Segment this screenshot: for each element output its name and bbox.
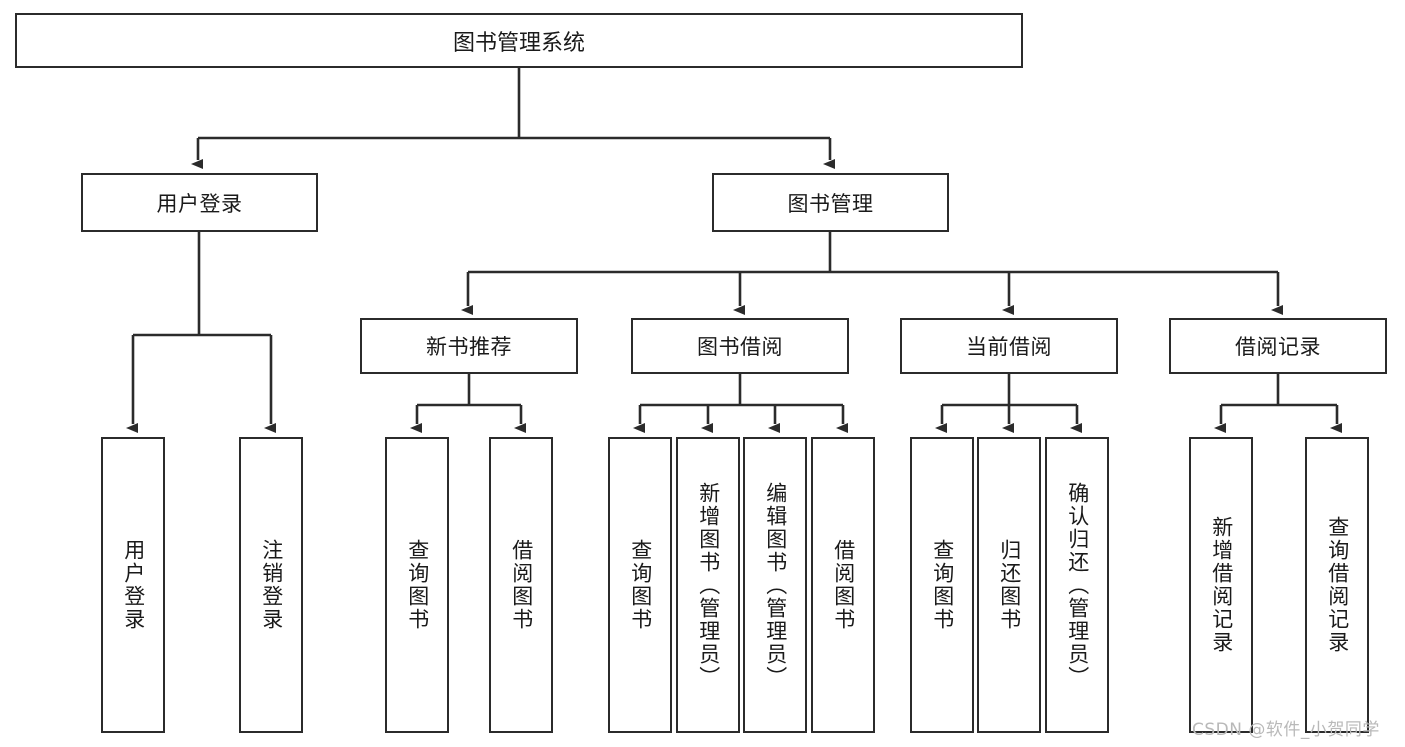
node-label: 借阅图书 bbox=[831, 539, 856, 631]
node-label: 图书管理系统 bbox=[452, 30, 585, 56]
node-book-management[interactable]: 图书管理 bbox=[712, 173, 949, 232]
node-label: 编辑图书（管理员） bbox=[763, 481, 788, 689]
node-label: 查询图书 bbox=[628, 539, 653, 631]
node-label: 借阅记录 bbox=[1235, 335, 1321, 359]
node-user-login[interactable]: 用户登录 bbox=[81, 173, 318, 232]
node-leaf-add-book[interactable]: 新增图书（管理员） bbox=[676, 437, 740, 733]
watermark-text: CSDN @软件_小贺同学 bbox=[1192, 720, 1380, 740]
node-leaf-borrow-book-1[interactable]: 借阅图书 bbox=[489, 437, 553, 733]
node-leaf-borrow-book-2[interactable]: 借阅图书 bbox=[811, 437, 875, 733]
node-label: 新书推荐 bbox=[426, 335, 512, 359]
node-label: 用户登录 bbox=[156, 191, 243, 216]
node-book-borrow[interactable]: 图书借阅 bbox=[631, 318, 849, 374]
node-leaf-query-book-3[interactable]: 查询图书 bbox=[910, 437, 974, 733]
node-label: 借阅图书 bbox=[509, 539, 534, 631]
node-label: 新增图书（管理员） bbox=[696, 481, 721, 689]
node-label: 用户登录 bbox=[121, 539, 146, 631]
node-label: 确认归还（管理员） bbox=[1065, 481, 1090, 689]
node-label: 图书借阅 bbox=[697, 335, 783, 359]
node-label: 图书管理 bbox=[787, 191, 874, 216]
node-leaf-user-logout[interactable]: 注销登录 bbox=[239, 437, 303, 733]
node-leaf-query-book-1[interactable]: 查询图书 bbox=[385, 437, 449, 733]
node-current-borrow[interactable]: 当前借阅 bbox=[900, 318, 1118, 374]
node-label: 新增借阅记录 bbox=[1209, 516, 1234, 654]
node-leaf-query-record[interactable]: 查询借阅记录 bbox=[1305, 437, 1369, 733]
node-leaf-return-book[interactable]: 归还图书 bbox=[977, 437, 1041, 733]
node-label: 查询图书 bbox=[405, 539, 430, 631]
node-leaf-confirm-return[interactable]: 确认归还（管理员） bbox=[1045, 437, 1109, 733]
node-label: 注销登录 bbox=[259, 539, 284, 631]
node-root-system[interactable]: 图书管理系统 bbox=[15, 13, 1023, 68]
node-label: 查询图书 bbox=[930, 539, 955, 631]
node-leaf-query-book-2[interactable]: 查询图书 bbox=[608, 437, 672, 733]
node-new-book-recommend[interactable]: 新书推荐 bbox=[360, 318, 578, 374]
node-leaf-add-record[interactable]: 新增借阅记录 bbox=[1189, 437, 1253, 733]
node-label: 归还图书 bbox=[997, 539, 1022, 631]
node-label: 当前借阅 bbox=[966, 335, 1052, 359]
node-leaf-edit-book[interactable]: 编辑图书（管理员） bbox=[743, 437, 807, 733]
node-label: 查询借阅记录 bbox=[1325, 516, 1350, 654]
node-leaf-user-login[interactable]: 用户登录 bbox=[101, 437, 165, 733]
node-borrow-record[interactable]: 借阅记录 bbox=[1169, 318, 1387, 374]
